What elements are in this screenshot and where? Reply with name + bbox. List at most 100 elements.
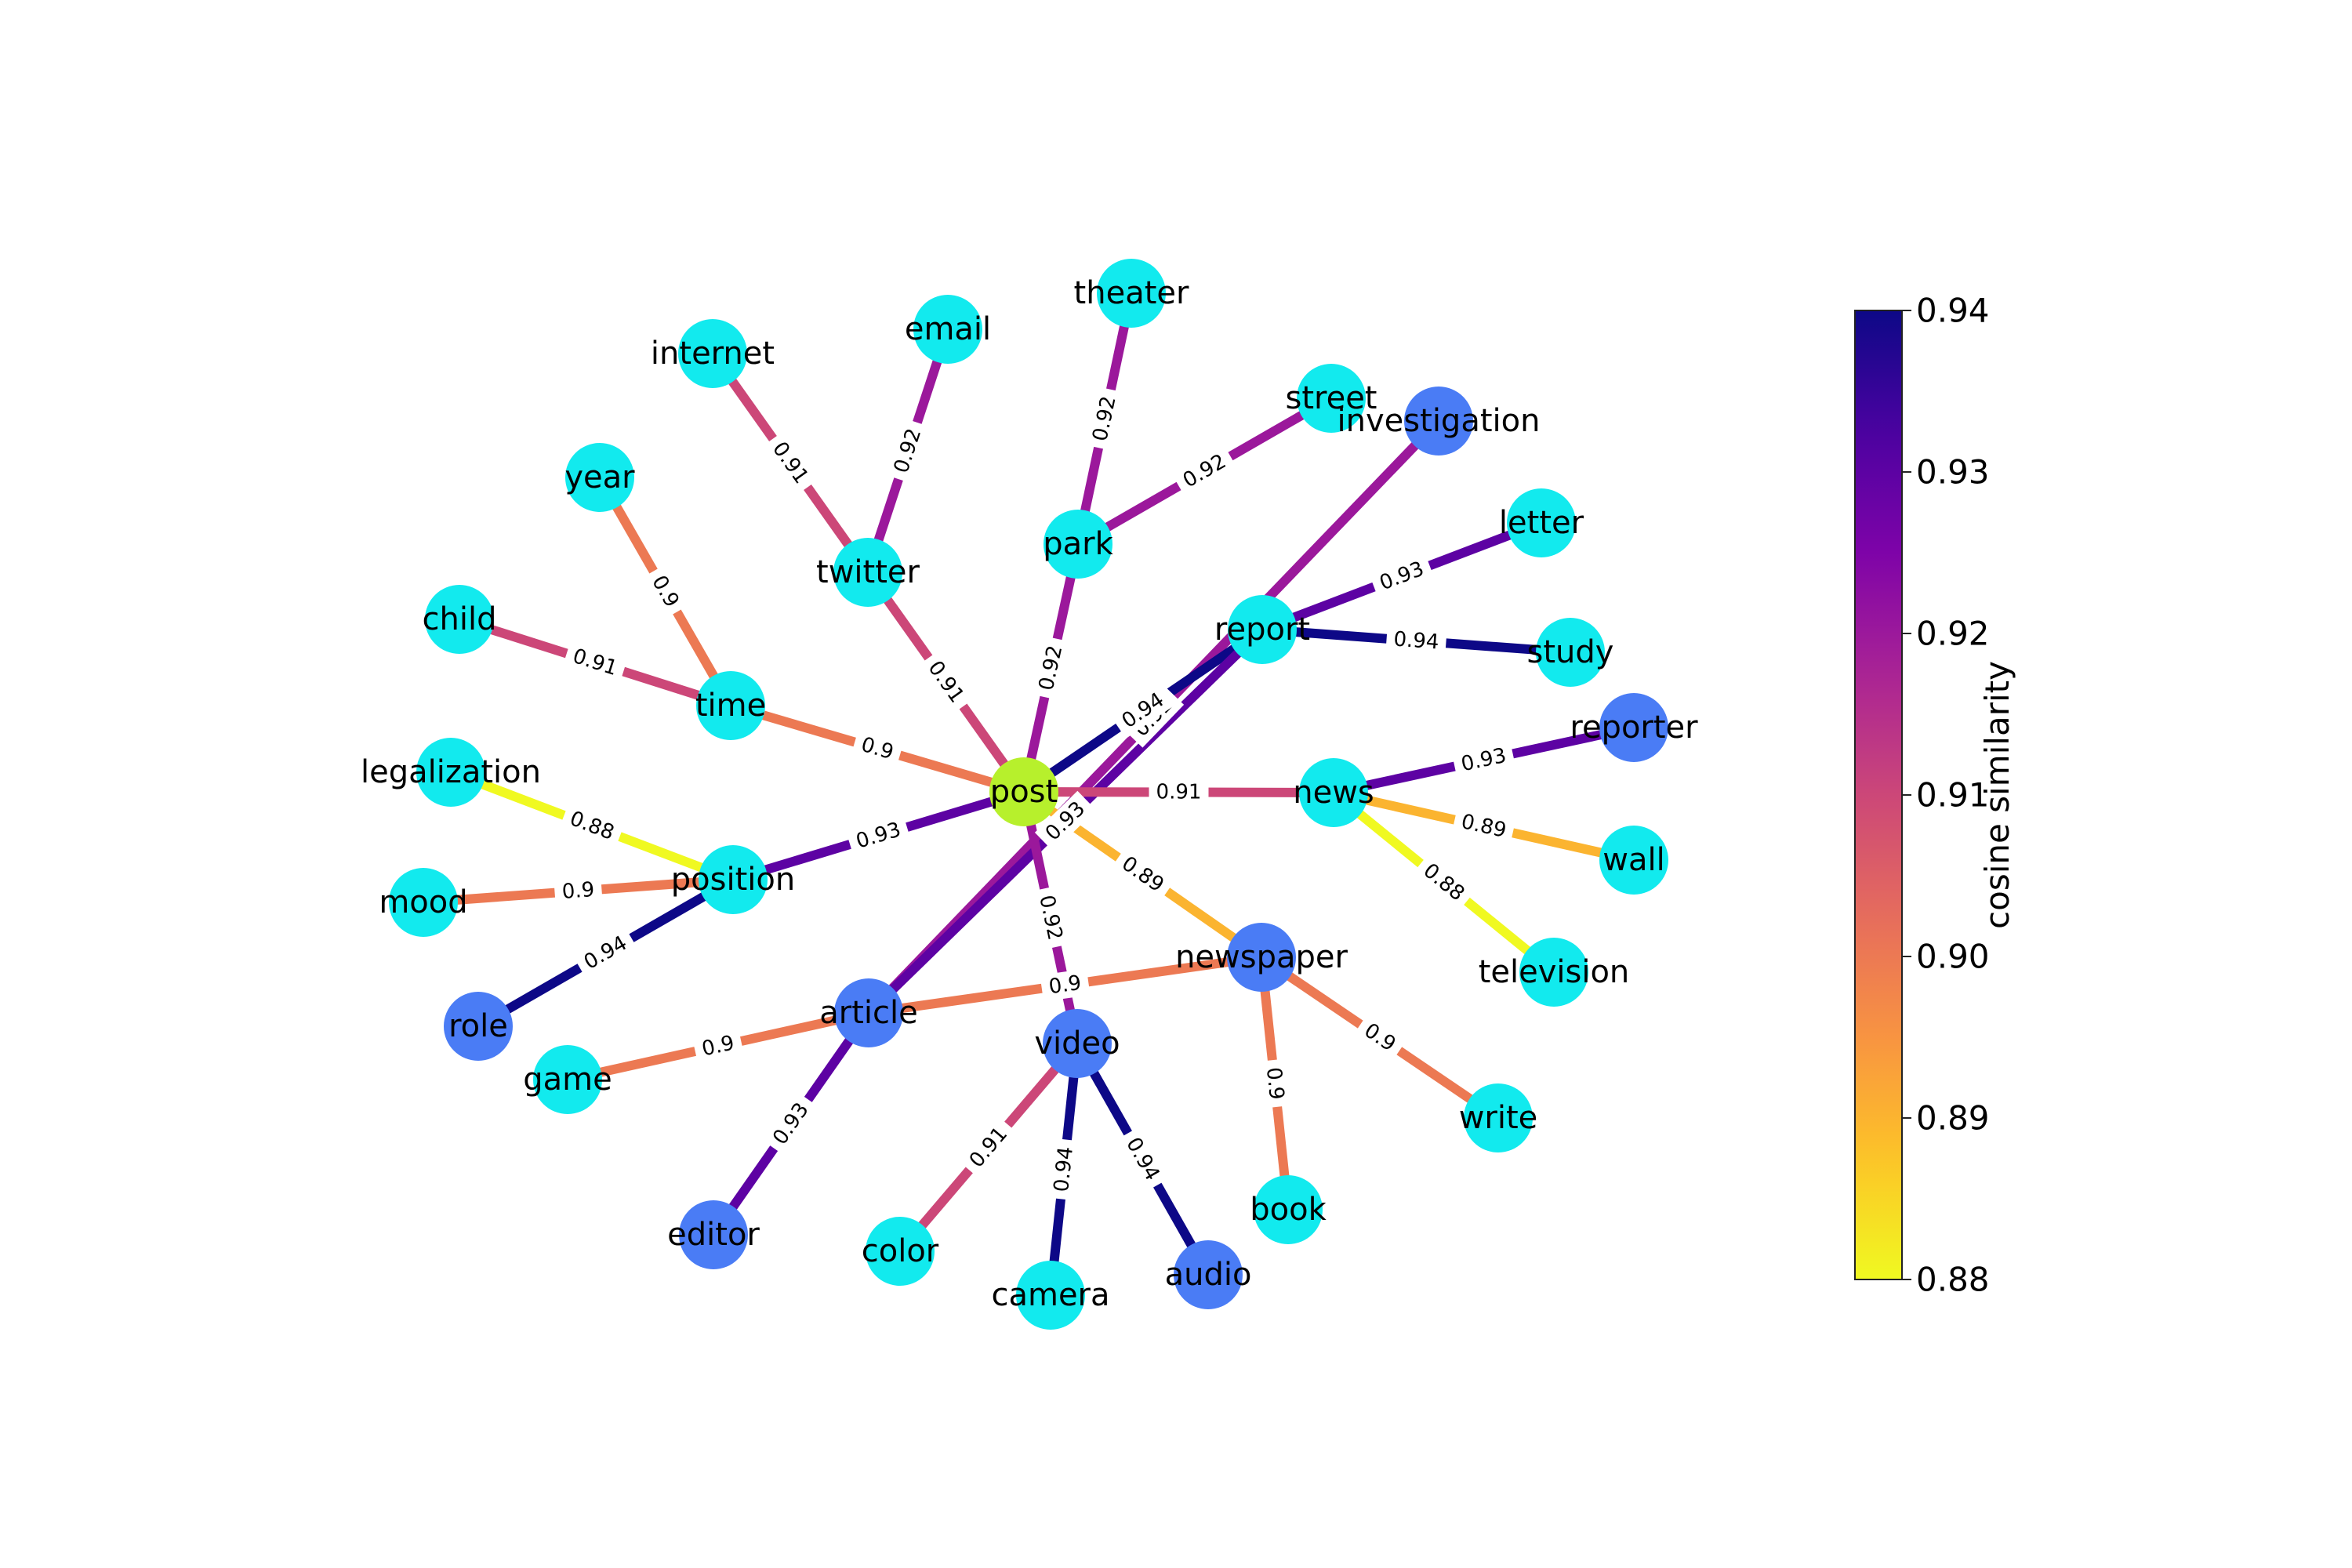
edge-label-background bbox=[885, 418, 931, 484]
node-label: news bbox=[1293, 775, 1374, 811]
node-study: study bbox=[1527, 618, 1613, 687]
node-report: report bbox=[1214, 595, 1310, 664]
edge-label-background bbox=[917, 650, 975, 714]
edge-label-video-camera: 0.94 bbox=[1047, 1138, 1080, 1201]
nodes-layer: posttwitterinternetemailtheaterparkstree… bbox=[361, 259, 1698, 1330]
colorbar: 0.880.890.900.910.920.930.94 cosine simi… bbox=[1854, 292, 2016, 1299]
edge-weight-label: 0.93 bbox=[1459, 744, 1508, 777]
colorbar-tick-label: 0.88 bbox=[1916, 1261, 1990, 1299]
edge-label-background bbox=[559, 803, 625, 849]
node-label: wall bbox=[1602, 842, 1664, 878]
edge-label-video-audio: 0.94 bbox=[1116, 1127, 1170, 1192]
node-news: news bbox=[1293, 758, 1374, 827]
node-book: book bbox=[1250, 1175, 1327, 1244]
node-write: write bbox=[1459, 1083, 1537, 1152]
node-label: year bbox=[564, 459, 635, 495]
edge-weight-label: 0.89 bbox=[1459, 810, 1508, 843]
edge-weight-label: 0.92 bbox=[1034, 893, 1066, 942]
edge-label-background bbox=[1258, 1058, 1291, 1109]
edge-weight-label: 0.9 bbox=[1047, 971, 1083, 1000]
node-game: game bbox=[523, 1045, 612, 1114]
edge-label-background bbox=[562, 641, 628, 684]
node-internet: internet bbox=[651, 319, 775, 388]
edge-weight-label: 0.92 bbox=[1035, 644, 1068, 693]
node-twitter: twitter bbox=[816, 538, 920, 607]
node-label: audio bbox=[1165, 1257, 1252, 1293]
node-video: video bbox=[1034, 1009, 1120, 1078]
node-label: legalization bbox=[361, 754, 541, 790]
node-label: letter bbox=[1499, 505, 1584, 541]
edge-label-background bbox=[573, 926, 638, 980]
colorbar-tick-label: 0.90 bbox=[1916, 938, 1990, 976]
colorbar-tick-label: 0.94 bbox=[1916, 292, 1990, 330]
edge-label-park-street: 0.92 bbox=[1172, 445, 1237, 498]
edge-label-background bbox=[1085, 387, 1124, 451]
edge-label-background bbox=[1412, 853, 1475, 912]
edge-weight-label: 0.94 bbox=[1393, 627, 1440, 654]
node-audio: audio bbox=[1165, 1240, 1252, 1309]
node-label: child bbox=[423, 601, 497, 637]
node-circle bbox=[1599, 826, 1668, 895]
node-label: theater bbox=[1074, 275, 1189, 311]
node-label: internet bbox=[651, 336, 775, 372]
edge-weight-label: 0.9 bbox=[561, 878, 595, 904]
node-circle bbox=[533, 1045, 602, 1114]
node-circle bbox=[565, 443, 634, 512]
edge-label-email-twitter: 0.92 bbox=[885, 418, 931, 484]
edge-label-background bbox=[641, 564, 689, 619]
edge-weight-label: 0.92 bbox=[1088, 394, 1120, 444]
node-label: reporter bbox=[1570, 710, 1698, 746]
edge-label-background bbox=[762, 430, 818, 495]
edge-label-background bbox=[1116, 1127, 1170, 1192]
node-email: email bbox=[905, 295, 991, 364]
edge-label-background bbox=[1031, 885, 1070, 950]
edge-label-post-video: 0.92 bbox=[1031, 885, 1070, 950]
node-label: newspaper bbox=[1175, 939, 1348, 975]
colorbar-tick-label: 0.92 bbox=[1916, 615, 1990, 653]
edge-label-background bbox=[1172, 445, 1237, 498]
node-street: street bbox=[1286, 364, 1377, 433]
edge-label-post-newspaper: 0.89 bbox=[1110, 846, 1175, 903]
edge-label-background bbox=[1111, 683, 1175, 739]
node-circle bbox=[1507, 488, 1576, 557]
edge-label-article-newspaper: 0.9 bbox=[1040, 968, 1091, 1002]
node-label: editor bbox=[667, 1217, 760, 1253]
node-position: position bbox=[671, 845, 795, 914]
node-circle bbox=[1464, 1083, 1533, 1152]
node-letter: letter bbox=[1499, 488, 1584, 557]
colorbar-gradient bbox=[1854, 310, 1903, 1280]
node-legalization: legalization bbox=[361, 738, 541, 807]
edge-label-child-time: 0.91 bbox=[562, 641, 628, 684]
node-camera: camera bbox=[991, 1261, 1110, 1330]
edge-label-background bbox=[1047, 1138, 1080, 1201]
edge-label-role-position: 0.94 bbox=[573, 926, 638, 980]
node-circle bbox=[389, 868, 458, 937]
edge-label-background bbox=[1451, 807, 1516, 846]
node-mood: mood bbox=[379, 868, 468, 937]
node-label: role bbox=[448, 1008, 508, 1044]
node-color: color bbox=[862, 1217, 939, 1286]
edge-label-mood-position: 0.9 bbox=[554, 876, 603, 906]
node-post: post bbox=[989, 757, 1058, 826]
edge-label-news-wall: 0.89 bbox=[1451, 807, 1516, 846]
node-investigation: investigation bbox=[1338, 387, 1541, 456]
node-television: television bbox=[1479, 938, 1629, 1007]
edge-label-article-editor: 0.93 bbox=[763, 1091, 819, 1156]
edge-label-background bbox=[1451, 740, 1516, 780]
edge-label-background bbox=[1110, 846, 1175, 903]
node-label: article bbox=[819, 995, 917, 1031]
node-circle bbox=[444, 992, 513, 1061]
node-time: time bbox=[695, 671, 766, 740]
node-circle bbox=[679, 1200, 748, 1269]
node-label: investigation bbox=[1338, 403, 1541, 439]
colorbar-ticks: 0.880.890.900.910.920.930.94 bbox=[1902, 292, 1990, 1299]
edge-label-legalization-position: 0.88 bbox=[559, 803, 625, 849]
node-circle bbox=[1297, 364, 1366, 433]
edge-label-background bbox=[1385, 625, 1447, 657]
edge-label-background bbox=[1369, 553, 1435, 600]
node-label: time bbox=[695, 688, 766, 724]
edge-label-news-reporter: 0.93 bbox=[1451, 740, 1516, 780]
edge-label-post-news: 0.91 bbox=[1149, 779, 1209, 806]
node-circle bbox=[1043, 1009, 1112, 1078]
